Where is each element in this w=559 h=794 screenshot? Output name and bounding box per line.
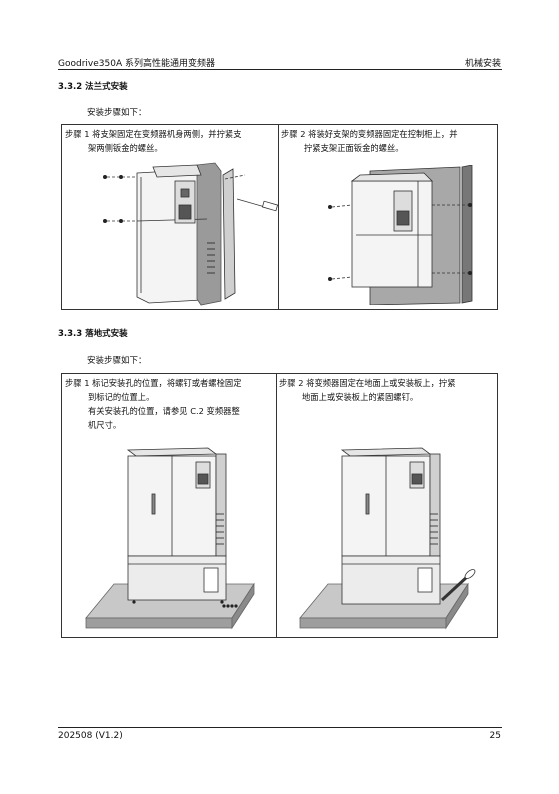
flange-steps-table: 步骤 1 将支架固定在变频器机身两侧，并拧紧支 架两侧钣金的螺丝。 步骤 2 将… xyxy=(61,124,498,310)
floor-step2-illustration xyxy=(299,447,476,630)
step-line: 拧紧支架正面钣金的螺丝。 xyxy=(304,143,404,153)
step-line: 步骤 1 标记安装孔的位置，将螺钉或者螺栓固定 xyxy=(65,378,242,388)
floor-steps-table: 步骤 1 标记安装孔的位置，将螺钉或者螺栓固定 到标记的位置上。 有关安装孔的位… xyxy=(61,373,498,638)
floor-step1-text: 步骤 1 标记安装孔的位置，将螺钉或者螺栓固定 到标记的位置上。 有关安装孔的位… xyxy=(65,376,275,432)
floor-step1-illustration xyxy=(85,447,255,630)
section-heading-flange: 3.3.2 法兰式安装 xyxy=(58,82,128,92)
header-title: Goodrive350A 系列高性能通用变频器 xyxy=(58,59,215,69)
step-line: 有关安装孔的位置，请参见 C.2 变频器整 xyxy=(88,406,240,416)
table-divider xyxy=(278,125,279,309)
table-divider xyxy=(276,374,277,637)
footer-rule xyxy=(58,727,502,728)
flange-step1-text: 步骤 1 将支架固定在变频器机身两侧，并拧紧支 架两侧钣金的螺丝。 xyxy=(65,127,277,155)
header-section: 机械安装 xyxy=(464,59,501,69)
step-line: 到标记的位置上。 xyxy=(88,392,155,402)
step-line: 机尺寸。 xyxy=(88,420,122,430)
step-line: 地面上或安装板上的紧固螺钉。 xyxy=(302,392,419,402)
step-line: 架两侧钣金的螺丝。 xyxy=(88,143,163,153)
flange-step2-illustration xyxy=(328,165,473,305)
flange-step2-text: 步骤 2 将装好支架的变频器固定在控制柜上，并 拧紧支架正面钣金的螺丝。 xyxy=(281,127,497,155)
step-line: 步骤 2 将装好支架的变频器固定在控制柜上，并 xyxy=(281,129,458,139)
section-intro-flange: 安装步骤如下： xyxy=(87,108,147,118)
floor-step2-text: 步骤 2 将变频器固定在地面上或安装板上，拧紧 地面上或安装板上的紧固螺钉。 xyxy=(279,376,497,404)
flange-step1-illustration xyxy=(103,162,279,306)
page-number: 25 xyxy=(489,731,501,741)
step-line: 步骤 1 将支架固定在变频器机身两侧，并拧紧支 xyxy=(65,129,242,139)
section-heading-floor: 3.3.3 落地式安装 xyxy=(58,329,128,339)
section-intro-floor: 安装步骤如下： xyxy=(87,356,147,366)
footer-version: 202508 (V1.2) xyxy=(58,731,123,741)
step-line: 步骤 2 将变频器固定在地面上或安装板上，拧紧 xyxy=(279,378,456,388)
header-rule xyxy=(58,69,502,70)
